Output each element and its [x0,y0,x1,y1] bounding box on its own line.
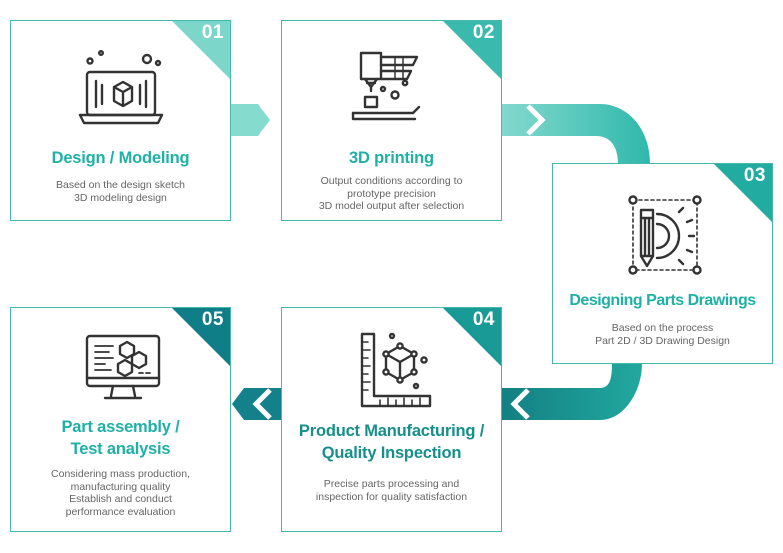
step-title: Part assembly / Test analysis [61,418,180,458]
flow-chevron-3-4 [510,388,530,420]
pencil-gear-icon [627,195,702,275]
corner-badge-04 [443,308,501,366]
ruler-cube-icon [360,332,431,408]
laptop-3d-model-icon [78,50,163,125]
flow-chevron-4-5 [252,388,272,420]
step-number: 01 [201,22,224,43]
corner-badge-02 [443,21,501,79]
step-title: Design / Modeling [51,149,190,167]
flow-band-1-2 [230,104,270,136]
step-number: 03 [743,165,766,186]
step-title: Designing Parts Drawings [569,292,756,309]
step-card-01: 01 Design / Modeling Based on the design… [10,20,231,221]
step-description: Based on the process Part 2D / 3D Drawin… [595,322,730,347]
corner-badge-01 [172,21,230,79]
monitor-hexagon-icon [85,334,160,400]
flow-chevron-1-2 [260,104,280,136]
flow-band-3-4 [500,364,642,420]
corner-badge-05 [172,308,230,366]
step-title: Product Manufacturing / Quality Inspecti… [298,422,485,462]
step-card-04: 04 Product Manufacturing / Quality Inspe… [281,307,502,532]
step-card-03: 03 Designing Parts Drawings Based on the… [552,163,773,364]
step-number: 05 [201,309,224,330]
step-number: 04 [472,309,495,330]
3d-printer-icon [351,51,420,121]
step-description: Precise parts processing and inspection … [315,478,468,503]
flow-band-2-3 [500,104,650,164]
step-description: Based on the design sketch 3D modeling d… [55,179,185,204]
step-card-02: 02 3D printing Output conditions accordi… [281,20,502,221]
flow-chevron-2-3 [526,104,546,136]
step-description: Considering mass production, manufacturi… [51,468,190,518]
corner-badge-03 [714,164,772,222]
step-title: 3D printing [349,149,434,167]
step-description: Output conditions according to prototype… [318,175,465,212]
step-card-05: 05 Part assembly / Test analysis Conside… [10,307,231,532]
step-number: 02 [472,22,495,43]
